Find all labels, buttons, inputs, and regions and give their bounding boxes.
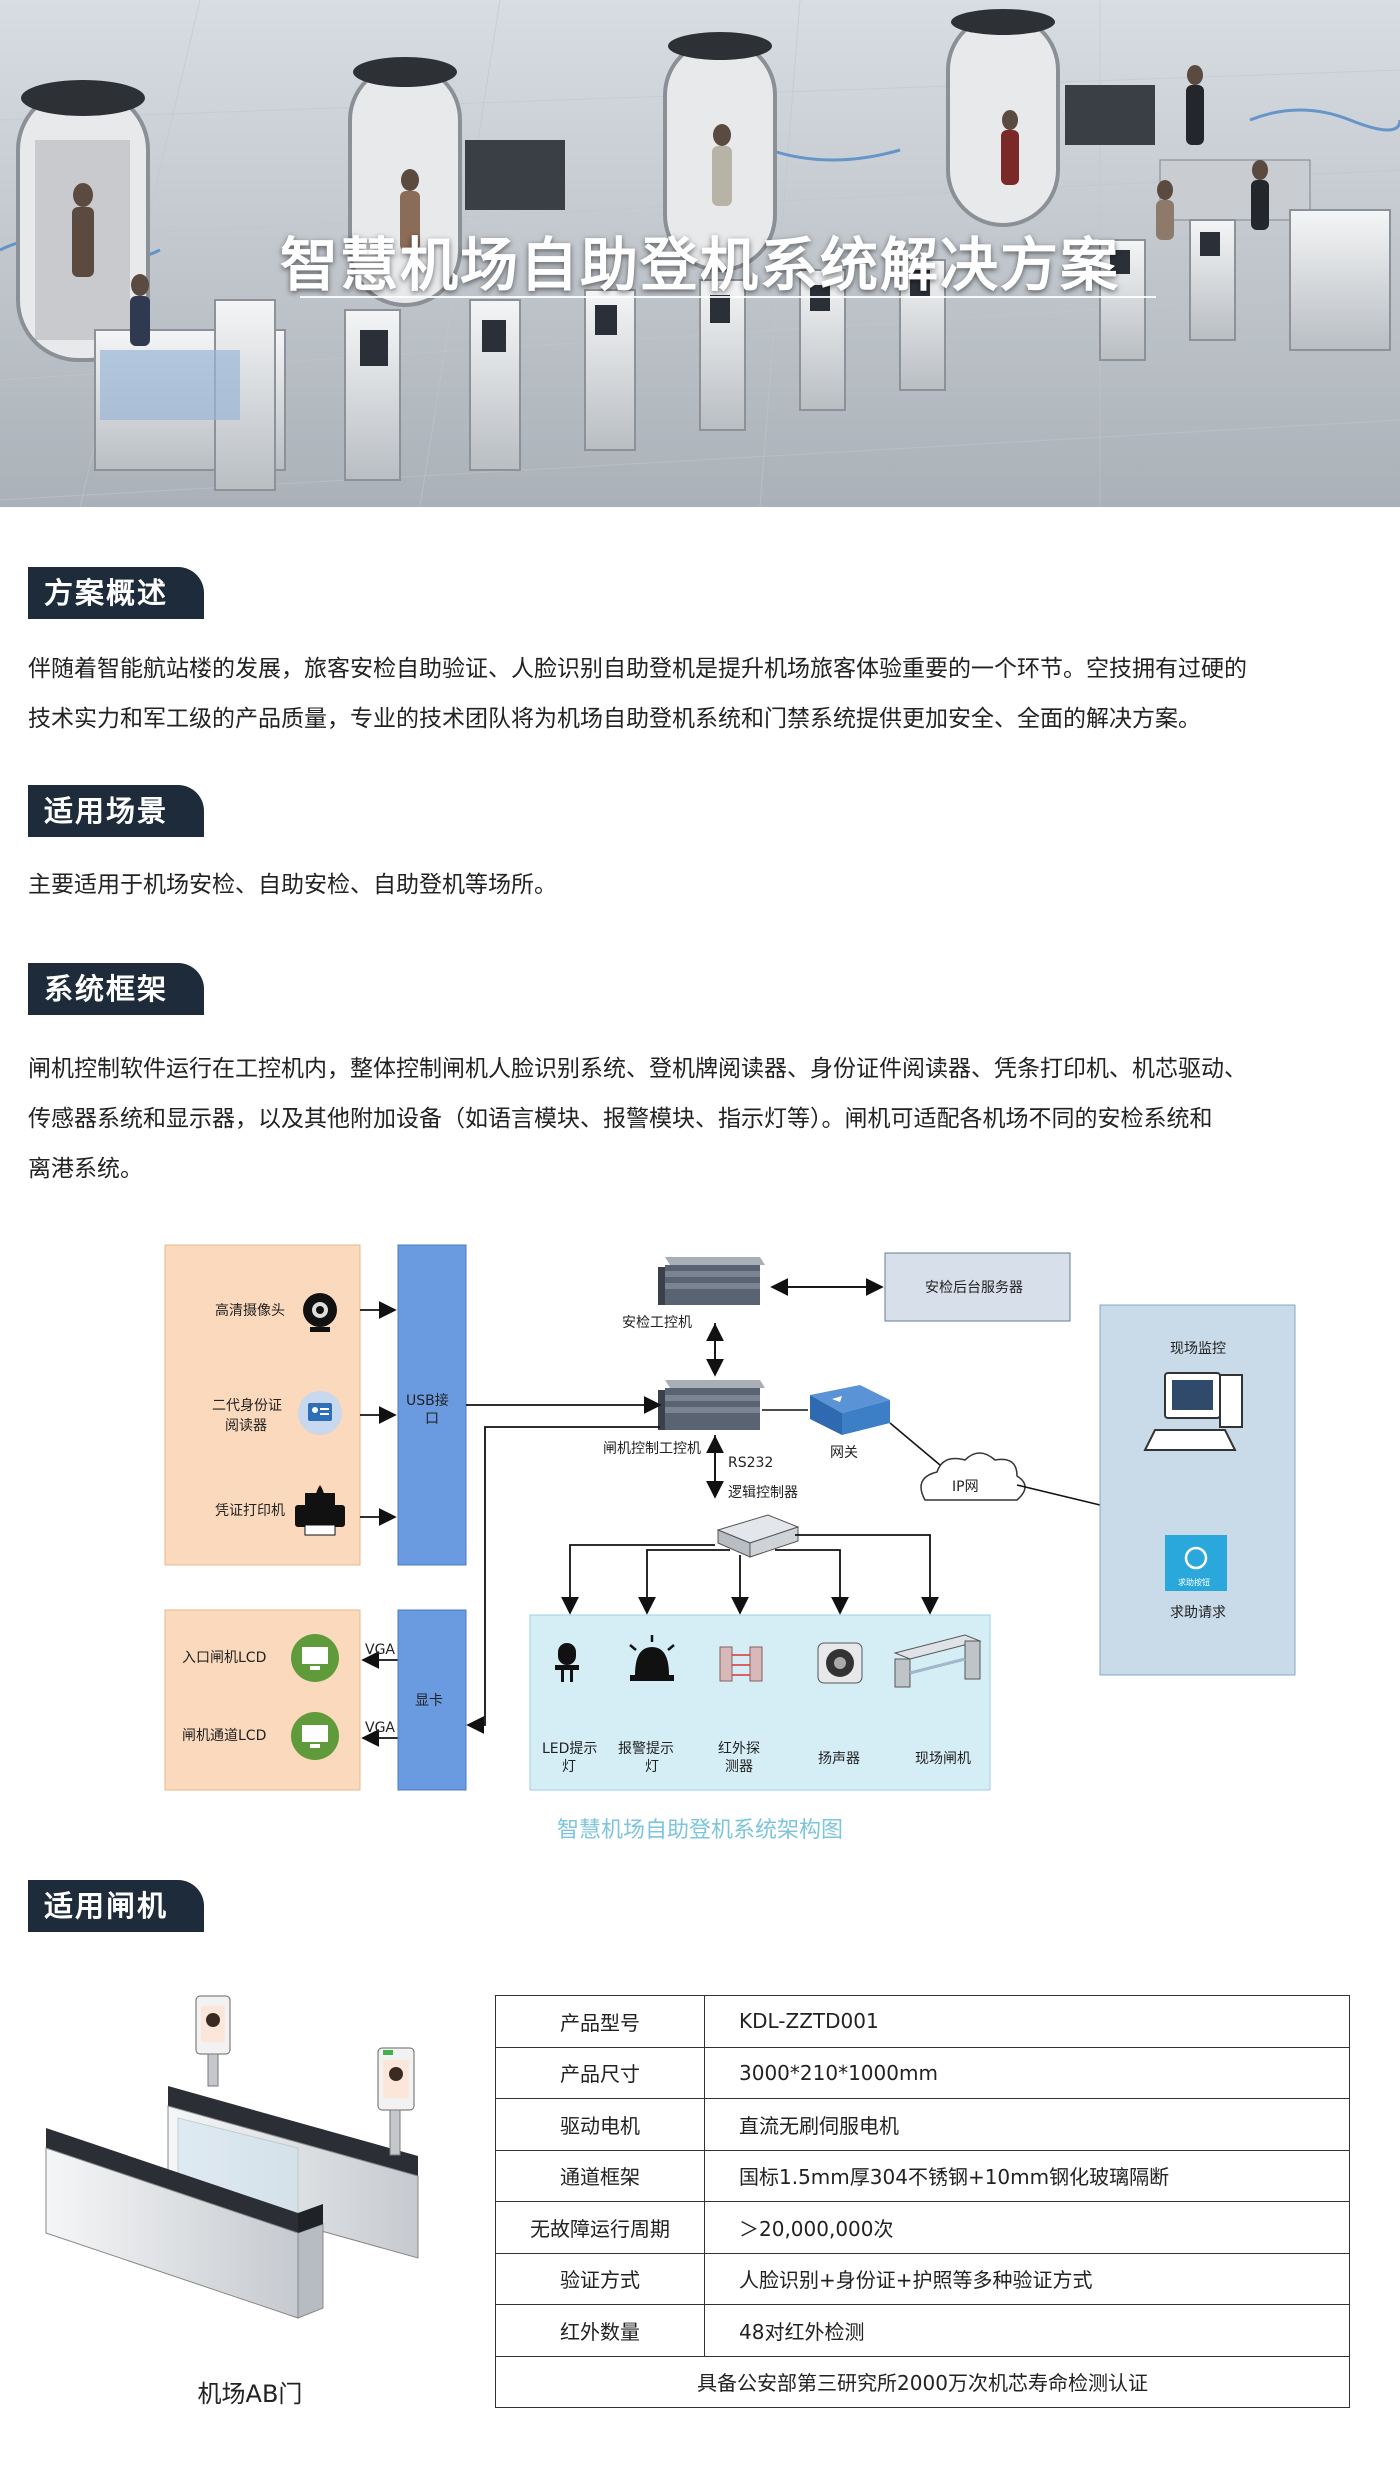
table-row: 无故障运行周期 ＞20,000,000次 bbox=[495, 2201, 1350, 2254]
vga-label: VGA bbox=[365, 1642, 395, 1658]
field-devices-panel bbox=[529, 1614, 991, 1791]
diagram-caption: 智慧机场自助登机系统架构图 bbox=[556, 1818, 843, 1843]
spec-value: 48对红外检测 bbox=[704, 2304, 1350, 2357]
alarm-label-1: 报警提示 bbox=[618, 1741, 674, 1757]
display-panel bbox=[164, 1609, 361, 1791]
section-heading-framework: 系统框架 bbox=[28, 963, 204, 1015]
remote-monitoring-panel bbox=[1099, 1304, 1296, 1676]
gateway-label: 网关 bbox=[830, 1445, 858, 1461]
logic-controller-icon bbox=[716, 1514, 800, 1558]
framework-line: 传感器系统和显示器，以及其他附加设备（如语言模块、报警模块、指示灯等）。闸机可适… bbox=[28, 1106, 1213, 1132]
infrared-sensor-icon bbox=[719, 1646, 763, 1682]
entry-lcd-label: 入口闸机LCD bbox=[182, 1650, 266, 1666]
system-architecture-diagram: 高清摄像头 二代身份证 阅读器 凭证打印机 USB接 口 入口闸机LCD 闸机通… bbox=[164, 1244, 1296, 1791]
alarm-label-2: 灯 bbox=[645, 1759, 659, 1775]
security-pc-label: 安检工控机 bbox=[622, 1315, 692, 1331]
table-row: 产品型号 KDL-ZZTD001 bbox=[495, 1995, 1350, 2048]
overview-text: 伴随着智能航站楼的发展，旅客安检自助验证、人脸识别自助登机是提升机场旅客体验重要… bbox=[28, 644, 1373, 744]
spec-key: 产品型号 bbox=[495, 1995, 705, 2048]
spec-key: 验证方式 bbox=[495, 2252, 705, 2305]
led-light-icon bbox=[555, 1643, 579, 1682]
spec-value: 直流无刷伺服电机 bbox=[704, 2098, 1350, 2151]
gate-pc-label: 闸机控制工控机 bbox=[603, 1441, 701, 1457]
help-button-icon: 求助按钮 bbox=[1165, 1535, 1227, 1591]
airport-gate-scene-image bbox=[0, 0, 1400, 507]
camera-icon bbox=[303, 1293, 337, 1332]
graphics-card-block bbox=[397, 1609, 467, 1791]
vga-label: VGA bbox=[365, 1720, 395, 1736]
hero-banner: 智慧机场自助登机系统解决方案 bbox=[0, 0, 1400, 507]
speaker-label: 扬声器 bbox=[818, 1751, 860, 1767]
printer-label: 凭证打印机 bbox=[215, 1502, 285, 1519]
table-row: 产品尺寸 3000*210*1000mm bbox=[495, 2046, 1350, 2099]
section-heading-overview: 方案概述 bbox=[28, 567, 204, 619]
backend-server-box bbox=[884, 1252, 1071, 1322]
framework-text: 闸机控制软件运行在工控机内，整体控制闸机人脸识别系统、登机牌阅读器、身份证件阅读… bbox=[28, 1044, 1373, 1194]
field-gate-label: 现场闸机 bbox=[915, 1751, 971, 1767]
airport-ab-gate-image bbox=[45, 1995, 419, 2319]
id-reader-label-2: 阅读器 bbox=[225, 1417, 267, 1434]
computer-icon bbox=[1143, 1372, 1243, 1451]
id-card-reader-icon bbox=[298, 1391, 342, 1435]
spec-value: 人脸识别+身份证+护照等多种验证方式 bbox=[704, 2252, 1350, 2305]
field-gate-icon bbox=[893, 1634, 982, 1688]
usb-label-2: 口 bbox=[425, 1411, 439, 1427]
alarm-light-icon bbox=[629, 1635, 675, 1681]
spec-value: KDL-ZZTD001 bbox=[704, 1995, 1350, 2048]
section-heading-scenes: 适用场景 bbox=[28, 785, 204, 837]
help-button-icon-text: 求助按钮 bbox=[1178, 1577, 1210, 1587]
infrared-label-2: 测器 bbox=[725, 1759, 753, 1775]
spec-key: 驱动电机 bbox=[495, 2098, 705, 2151]
ip-network-label: IP网 bbox=[952, 1479, 979, 1495]
section-heading-gates: 适用闸机 bbox=[28, 1880, 204, 1932]
gpu-label: 显卡 bbox=[415, 1693, 443, 1709]
logic-controller-label: 逻辑控制器 bbox=[728, 1485, 798, 1501]
rs232-label: RS232 bbox=[728, 1455, 773, 1471]
printer-icon bbox=[295, 1485, 345, 1536]
speaker-icon bbox=[817, 1642, 863, 1684]
led-label-2: 灯 bbox=[562, 1759, 576, 1775]
spec-key: 产品尺寸 bbox=[495, 2046, 705, 2099]
usb-interface-block bbox=[397, 1244, 467, 1566]
spec-key: 通道框架 bbox=[495, 2149, 705, 2202]
backend-server-label: 安检后台服务器 bbox=[925, 1280, 1023, 1296]
gate-pc-icon bbox=[658, 1380, 765, 1430]
id-reader-label-1: 二代身份证 bbox=[212, 1398, 282, 1414]
monitor-icon bbox=[291, 1634, 339, 1682]
spec-table: 产品型号 KDL-ZZTD001 产品尺寸 3000*210*1000mm 驱动… bbox=[495, 1995, 1350, 2408]
table-row: 具备公安部第三研究所2000万次机芯寿命检测认证 bbox=[495, 2355, 1350, 2408]
help-request-label: 求助请求 bbox=[1170, 1605, 1226, 1621]
led-label-1: LED提示 bbox=[542, 1741, 597, 1757]
table-row: 驱动电机 直流无刷伺服电机 bbox=[495, 2098, 1350, 2151]
gate-image-caption: 机场AB门 bbox=[197, 2380, 303, 2408]
certification-note: 具备公安部第三研究所2000万次机芯寿命检测认证 bbox=[495, 2355, 1350, 2408]
table-row: 验证方式 人脸识别+身份证+护照等多种验证方式 bbox=[495, 2252, 1350, 2305]
usb-label-1: USB接 bbox=[406, 1392, 449, 1409]
monitoring-label: 现场监控 bbox=[1170, 1341, 1226, 1357]
framework-line: 闸机控制软件运行在工控机内，整体控制闸机人脸识别系统、登机牌阅读器、身份证件阅读… bbox=[28, 1056, 1247, 1082]
spec-value: 3000*210*1000mm bbox=[704, 2046, 1350, 2099]
page-title: 智慧机场自助登机系统解决方案 bbox=[279, 231, 1120, 299]
framework-line: 离港系统。 bbox=[28, 1156, 143, 1182]
camera-label: 高清摄像头 bbox=[215, 1302, 285, 1319]
overview-line: 技术实力和军工级的产品质量，专业的技术团队将为机场自助登机系统和门禁系统提供更加… bbox=[28, 706, 1201, 732]
table-row: 红外数量 48对红外检测 bbox=[495, 2304, 1350, 2357]
table-row: 通道框架 国标1.5mm厚304不锈钢+10mm钢化玻璃隔断 bbox=[495, 2149, 1350, 2202]
infrared-label-1: 红外探 bbox=[718, 1741, 760, 1757]
title-underline bbox=[300, 296, 1156, 298]
gateway-icon bbox=[810, 1385, 890, 1435]
spec-value: 国标1.5mm厚304不锈钢+10mm钢化玻璃隔断 bbox=[704, 2149, 1350, 2202]
scenes-line: 主要适用于机场安检、自助安检、自助登机等场所。 bbox=[28, 872, 557, 898]
channel-lcd-label: 闸机通道LCD bbox=[182, 1728, 266, 1744]
spec-value: ＞20,000,000次 bbox=[704, 2201, 1350, 2254]
ip-network-cloud-icon bbox=[920, 1452, 1026, 1501]
spec-key: 无故障运行周期 bbox=[495, 2201, 705, 2254]
security-pc-icon bbox=[658, 1257, 765, 1305]
monitor-icon bbox=[291, 1712, 339, 1760]
scenes-text: 主要适用于机场安检、自助安检、自助登机等场所。 bbox=[28, 860, 1373, 910]
spec-key: 红外数量 bbox=[495, 2304, 705, 2357]
overview-line: 伴随着智能航站楼的发展，旅客安检自助验证、人脸识别自助登机是提升机场旅客体验重要… bbox=[28, 656, 1247, 682]
